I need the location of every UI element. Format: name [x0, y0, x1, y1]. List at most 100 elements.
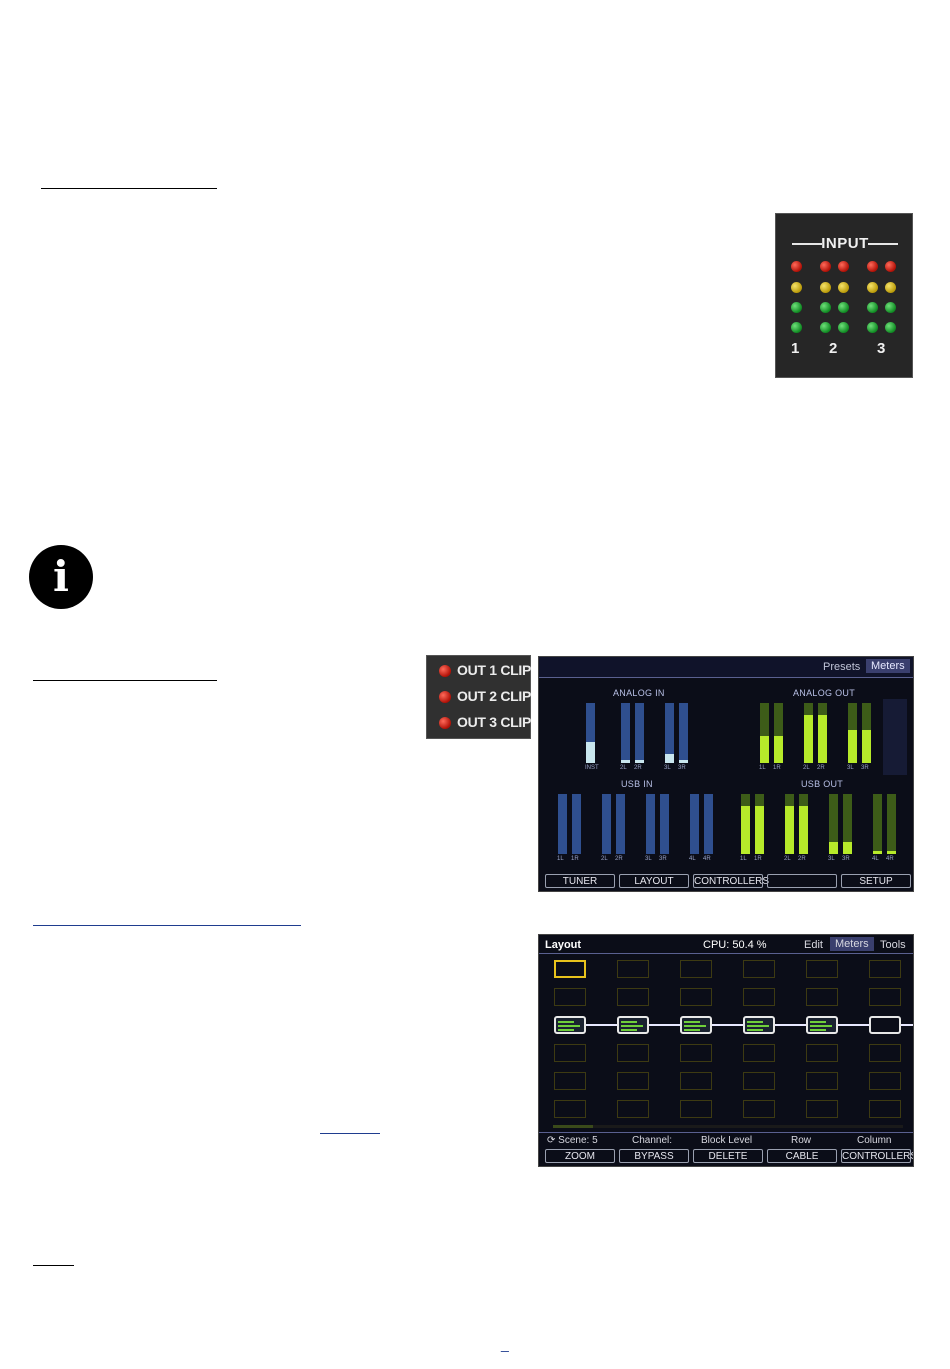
- grid-cell[interactable]: [617, 1044, 649, 1062]
- grid-cell[interactable]: [806, 988, 838, 1006]
- grid-cell[interactable]: [869, 960, 901, 978]
- grid-cell[interactable]: [869, 988, 901, 1006]
- level-led: [791, 302, 802, 313]
- output-clip-panel: OUT 1 CLIP OUT 2 CLIP OUT 3 CLIP: [426, 655, 531, 739]
- level-led: [867, 282, 878, 293]
- clip-led: [439, 665, 451, 677]
- signal-cable: [775, 1024, 806, 1026]
- softkey-tuner[interactable]: TUNER: [545, 874, 615, 888]
- meter-fill: [818, 715, 827, 763]
- effect-block[interactable]: [617, 1016, 649, 1034]
- grid-cell[interactable]: [806, 1044, 838, 1062]
- grid-cursor[interactable]: [554, 960, 586, 978]
- scene-icon: ⟳: [547, 1135, 556, 1146]
- grid-cell[interactable]: [617, 1072, 649, 1090]
- block-level-bar: [684, 1025, 706, 1027]
- grid-cell[interactable]: [806, 960, 838, 978]
- level-meter: [690, 794, 699, 854]
- grid-cell[interactable]: [743, 1044, 775, 1062]
- meter-label: 2L: [601, 856, 608, 862]
- level-meter: [558, 794, 567, 854]
- meter-label: 2R: [817, 765, 825, 771]
- signal-cable: [649, 1024, 680, 1026]
- softkey-bypass[interactable]: BYPASS: [619, 1149, 689, 1163]
- grid-cell[interactable]: [680, 988, 712, 1006]
- block-level-bar: [747, 1025, 769, 1027]
- level-meter: [586, 703, 595, 763]
- meter-label: 1R: [754, 856, 762, 862]
- hyperlink-underline[interactable]: [33, 925, 301, 926]
- meter-fill: [621, 760, 630, 763]
- grid-cell[interactable]: [680, 960, 712, 978]
- block-level-bar: [810, 1029, 826, 1031]
- grid-cell[interactable]: [554, 1072, 586, 1090]
- level-led: [838, 322, 849, 333]
- meter-fill: [635, 760, 644, 763]
- grid-cell[interactable]: [680, 1044, 712, 1062]
- channel-readout: Channel:: [632, 1135, 673, 1146]
- softkey-zoom[interactable]: ZOOM: [545, 1149, 615, 1163]
- analog-in-label: ANALOG IN: [613, 688, 665, 698]
- clip-led: [791, 261, 802, 272]
- hyperlink-underline[interactable]: [320, 1133, 380, 1134]
- grid-cell[interactable]: [869, 1100, 901, 1118]
- softkey-cable[interactable]: CABLE: [767, 1149, 837, 1163]
- clip-led: [439, 691, 451, 703]
- grid-cell[interactable]: [806, 1072, 838, 1090]
- effect-block[interactable]: [680, 1016, 712, 1034]
- layout-screen: Layout CPU: 50.4 % Edit Meters Tools ⟳ S…: [538, 934, 914, 1167]
- page-footer-mark[interactable]: _: [501, 1336, 509, 1352]
- usb-out-label: USB OUT: [801, 779, 844, 789]
- grid-cell[interactable]: [554, 1044, 586, 1062]
- softkey-controllers[interactable]: CONTROLLERS: [841, 1149, 914, 1163]
- block-level-bar: [558, 1029, 574, 1031]
- grid-cell[interactable]: [554, 988, 586, 1006]
- level-meter: [665, 703, 674, 763]
- tab-meters[interactable]: Meters: [866, 659, 910, 673]
- grid-cell[interactable]: [743, 988, 775, 1006]
- level-meter: [646, 794, 655, 854]
- level-led: [838, 302, 849, 313]
- grid-cell[interactable]: [617, 960, 649, 978]
- screen-title: Layout: [545, 939, 582, 951]
- input-channel-label: 3: [877, 340, 886, 357]
- meter-fill: [755, 806, 764, 854]
- effect-block[interactable]: [806, 1016, 838, 1034]
- softkey-delete[interactable]: DELETE: [693, 1149, 763, 1163]
- softkey-layout[interactable]: LAYOUT: [619, 874, 689, 888]
- output-block[interactable]: [869, 1016, 901, 1034]
- meter-label: 1R: [571, 856, 579, 862]
- grid-cell[interactable]: [617, 1100, 649, 1118]
- softkey-controllers[interactable]: CONTROLLERS: [693, 874, 770, 888]
- input-panel-title: INPUT: [821, 235, 869, 252]
- tab-edit[interactable]: Edit: [804, 939, 823, 951]
- grid-cell[interactable]: [680, 1072, 712, 1090]
- block-level-bar: [747, 1021, 763, 1023]
- tab-presets[interactable]: Presets: [823, 661, 861, 673]
- tab-meters[interactable]: Meters: [830, 937, 874, 951]
- effect-block[interactable]: [554, 1016, 586, 1034]
- grid-cell[interactable]: [869, 1072, 901, 1090]
- softkey-blank[interactable]: [767, 874, 837, 888]
- grid-cell[interactable]: [743, 960, 775, 978]
- grid-cell[interactable]: [680, 1100, 712, 1118]
- meter-label: 3L: [664, 765, 671, 771]
- grid-cell[interactable]: [869, 1044, 901, 1062]
- grid-cell[interactable]: [806, 1100, 838, 1118]
- grid-cell[interactable]: [617, 988, 649, 1006]
- level-meter: [785, 794, 794, 854]
- meter-label: 4L: [872, 856, 879, 862]
- tab-tools[interactable]: Tools: [880, 939, 906, 951]
- effect-block[interactable]: [743, 1016, 775, 1034]
- grid-cell[interactable]: [743, 1072, 775, 1090]
- meter-fill: [829, 842, 838, 854]
- softkey-setup[interactable]: SETUP: [841, 874, 911, 888]
- grid-cell[interactable]: [743, 1100, 775, 1118]
- level-led: [867, 322, 878, 333]
- signal-cable: [586, 1024, 617, 1026]
- level-meter: [843, 794, 852, 854]
- meter-fill: [785, 806, 794, 854]
- grid-cell[interactable]: [554, 1100, 586, 1118]
- signal-cable: [838, 1024, 869, 1026]
- clip-label: OUT 1 CLIP: [457, 662, 532, 678]
